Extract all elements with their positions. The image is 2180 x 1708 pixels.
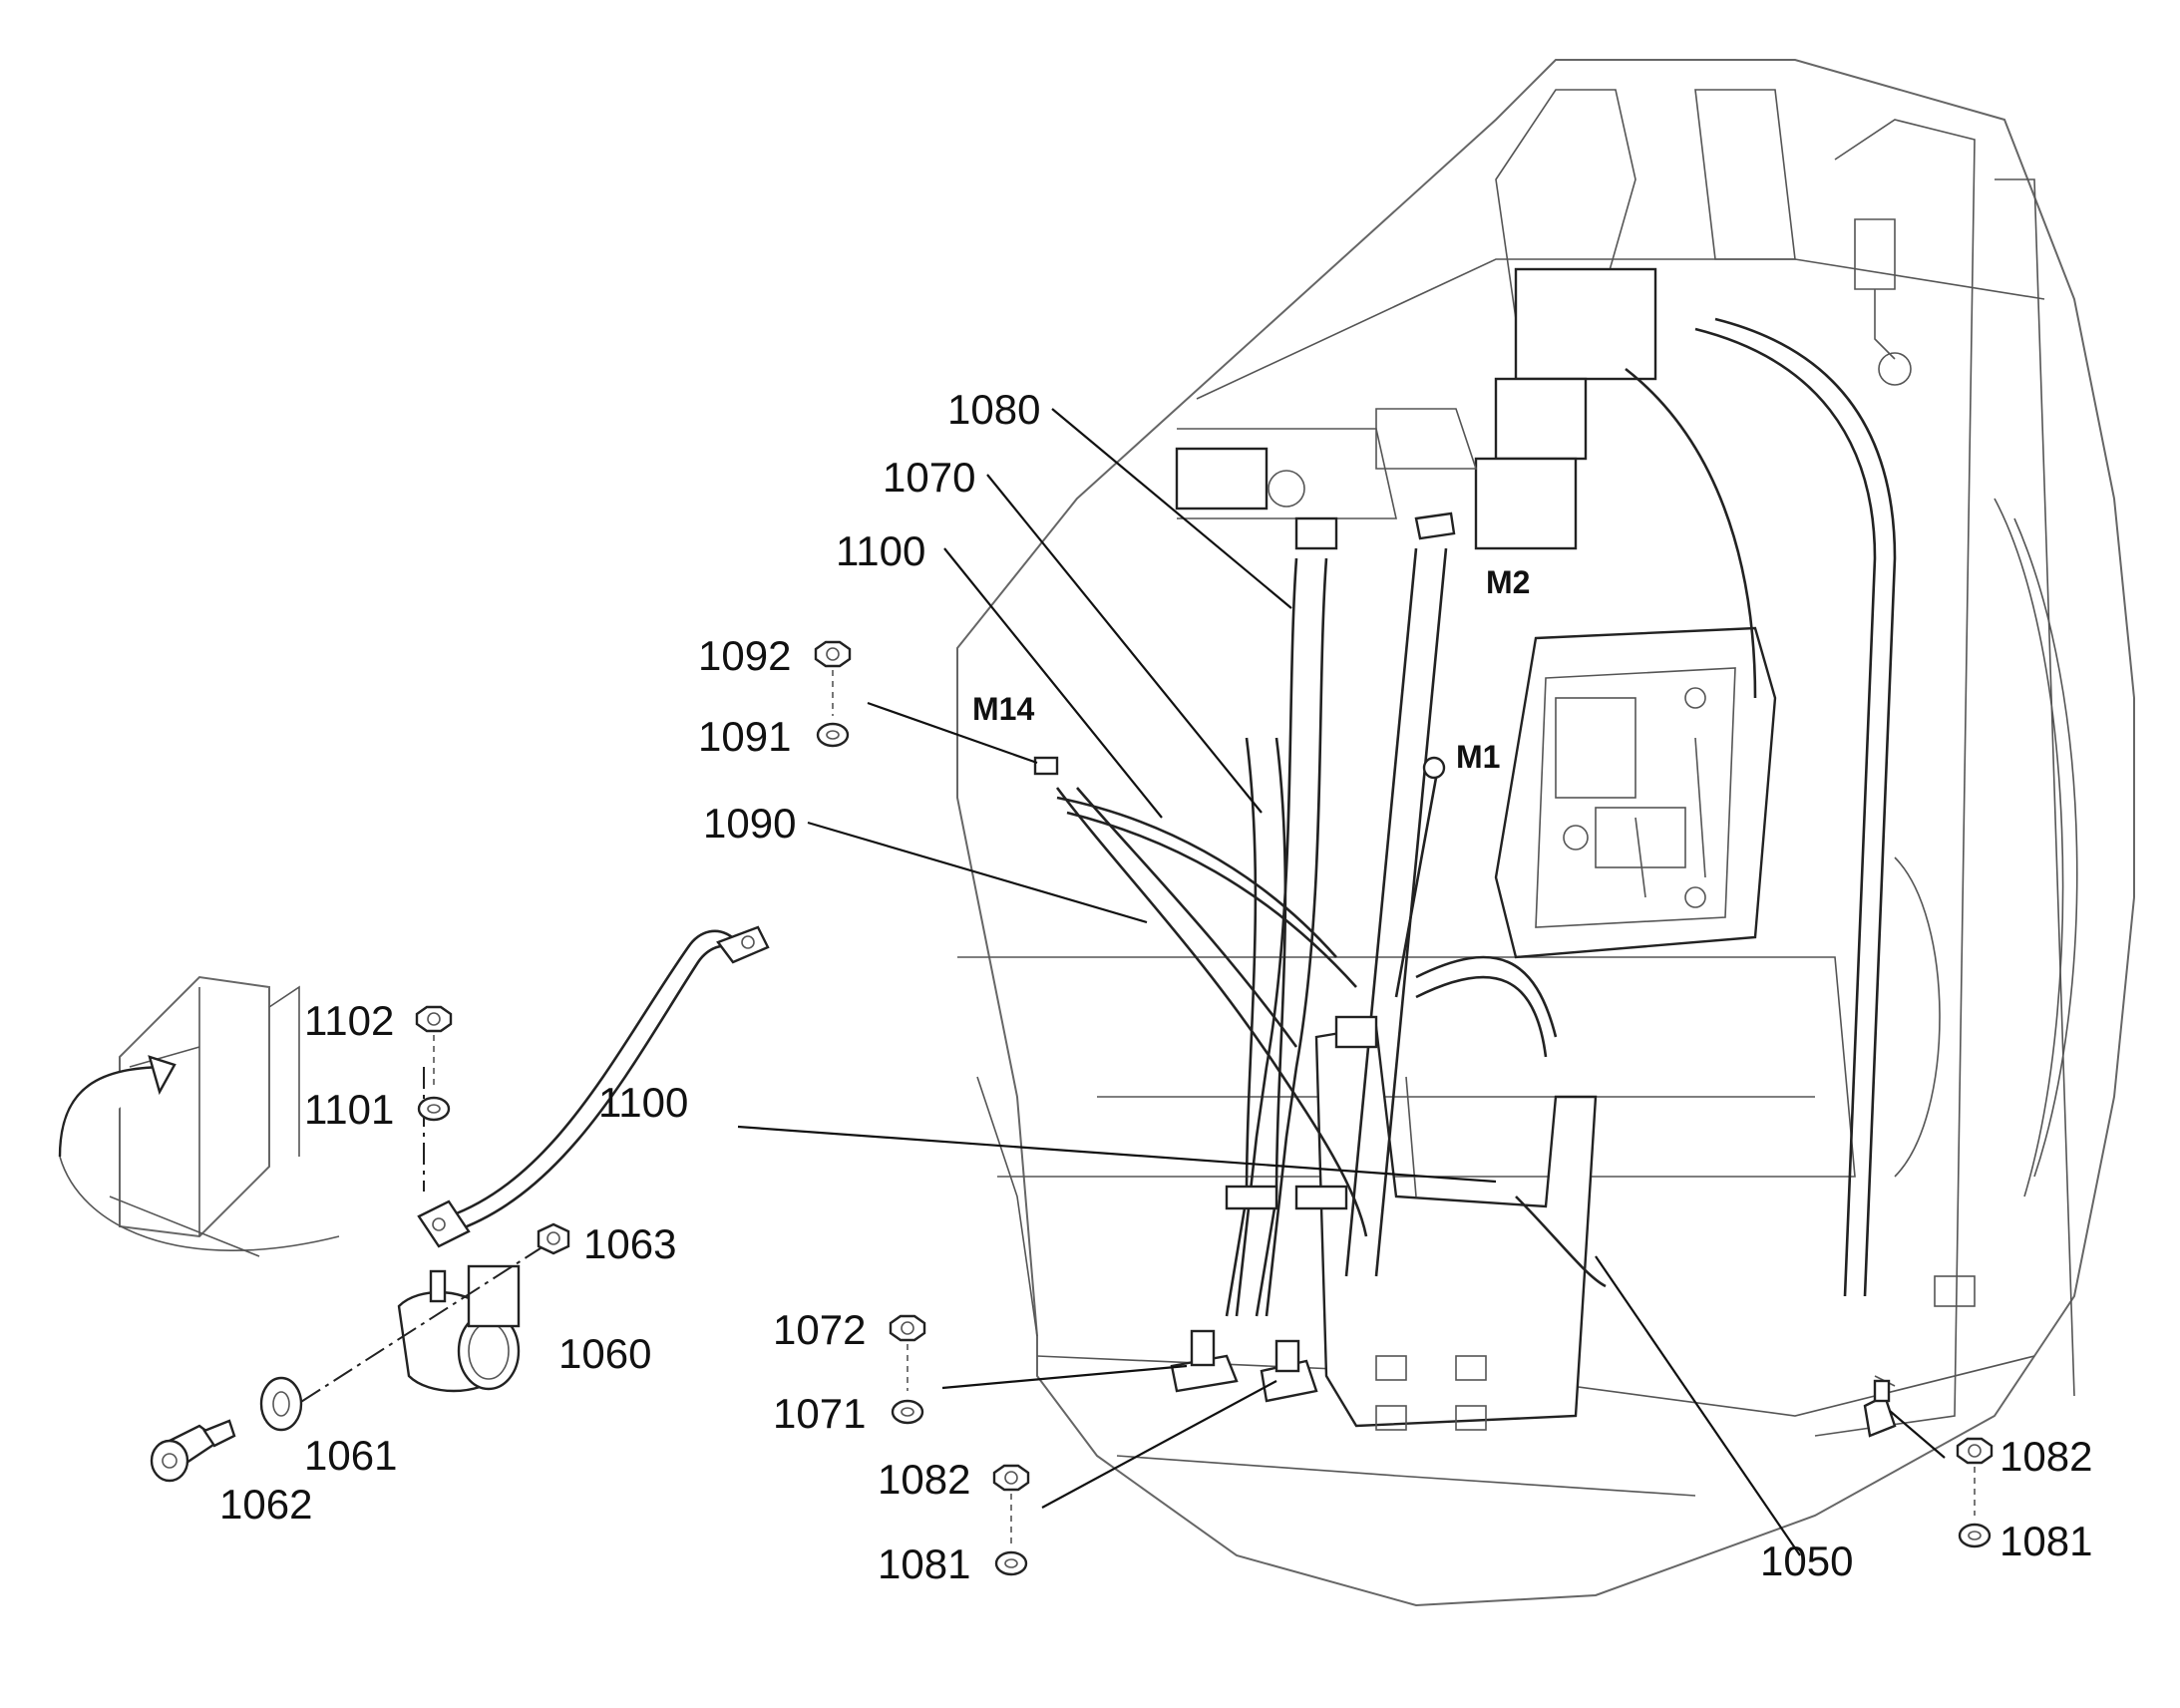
callout-1101: 1101 [304, 1086, 394, 1133]
callout-1070: 1070 [883, 454, 975, 501]
lower-cradle [1314, 1025, 1598, 1431]
callout-1100-mid: 1100 [598, 1079, 688, 1126]
callout-1082-right: 1082 [1999, 1433, 2092, 1480]
washer-icon [259, 1376, 303, 1432]
callout-1071: 1071 [773, 1390, 866, 1437]
motor-terminals [1033, 512, 1456, 780]
cable-1100 [417, 925, 770, 1248]
callout-1092: 1092 [698, 632, 791, 679]
hardware-stack-1091-1092 [814, 640, 852, 748]
callout-1072: 1072 [773, 1306, 866, 1353]
hardware-stack-1101-1102 [415, 1005, 453, 1122]
mounting-bracket [58, 975, 340, 1257]
relay-solenoid [397, 1264, 521, 1393]
internal-cables [1055, 317, 1897, 1317]
terminal-label-m14: M14 [972, 691, 1034, 727]
assembly-axis [278, 1245, 545, 1417]
callout-1063: 1063 [583, 1220, 676, 1267]
callout-1082-left: 1082 [878, 1456, 970, 1503]
callout-1081-right: 1081 [1999, 1518, 2092, 1564]
cable-terminals [1170, 1329, 1897, 1438]
callout-1091: 1091 [698, 713, 791, 760]
hardware-stack-1081-1082-left [992, 1464, 1030, 1576]
cap-screw-icon [150, 1419, 236, 1483]
callout-1050: 1050 [1760, 1537, 1853, 1584]
terminal-label-m1: M1 [1456, 739, 1500, 775]
leader-lines [737, 408, 1946, 1556]
callout-labels: 1080 1070 1100 1092 1091 1090 1102 1101 … [219, 386, 2092, 1587]
callout-1062: 1062 [219, 1481, 312, 1528]
hardware-stack-1071-1072 [889, 1314, 926, 1425]
callout-1061: 1061 [304, 1432, 397, 1479]
callout-1090: 1090 [703, 800, 796, 847]
callout-1081-left: 1081 [878, 1540, 970, 1587]
hardware-stack-1081-1082-right [1956, 1437, 1994, 1548]
upper-components [1175, 218, 1912, 550]
terminal-label-m2: M2 [1486, 564, 1530, 600]
callout-1102: 1102 [304, 997, 394, 1044]
callout-1100-top: 1100 [836, 527, 925, 574]
callout-1060: 1060 [558, 1330, 651, 1377]
hex-nut-icon [537, 1222, 570, 1255]
contactor-box [1494, 626, 1777, 959]
callout-1080: 1080 [947, 386, 1040, 433]
